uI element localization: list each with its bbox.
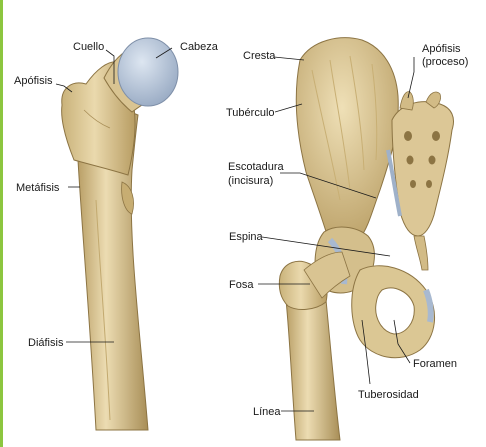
label-fosa: Fosa bbox=[229, 279, 254, 291]
label-cresta: Cresta bbox=[243, 50, 276, 62]
label-espina: Espina bbox=[229, 231, 264, 243]
label-escotadura-2: (incisura) bbox=[228, 175, 273, 187]
label-apofisis-femur: Apófisis bbox=[14, 75, 53, 87]
label-tuberculo: Tubérculo bbox=[226, 107, 275, 119]
femur-head bbox=[118, 38, 178, 106]
ilium bbox=[296, 38, 398, 238]
label-escotadura-1: Escotadura bbox=[228, 161, 285, 173]
label-diafisis: Diáfisis bbox=[28, 337, 64, 349]
label-foramen: Foramen bbox=[413, 358, 457, 370]
label-metafisis: Metáfisis bbox=[16, 182, 60, 194]
label-linea: Línea bbox=[253, 406, 281, 418]
pelvis bbox=[279, 38, 453, 440]
label-apofisis-pelvis-2: (proceso) bbox=[422, 56, 468, 68]
right-femur-shaft bbox=[286, 300, 340, 440]
label-cuello: Cuello bbox=[73, 41, 104, 53]
vertebra-process bbox=[400, 92, 413, 110]
sacrum bbox=[392, 102, 454, 236]
femur bbox=[62, 38, 178, 430]
label-tuberosidad: Tuberosidad bbox=[358, 389, 419, 401]
label-apofisis-pelvis-1: Apófisis bbox=[422, 43, 461, 55]
coccyx bbox=[414, 236, 428, 270]
label-cabeza: Cabeza bbox=[180, 41, 219, 53]
